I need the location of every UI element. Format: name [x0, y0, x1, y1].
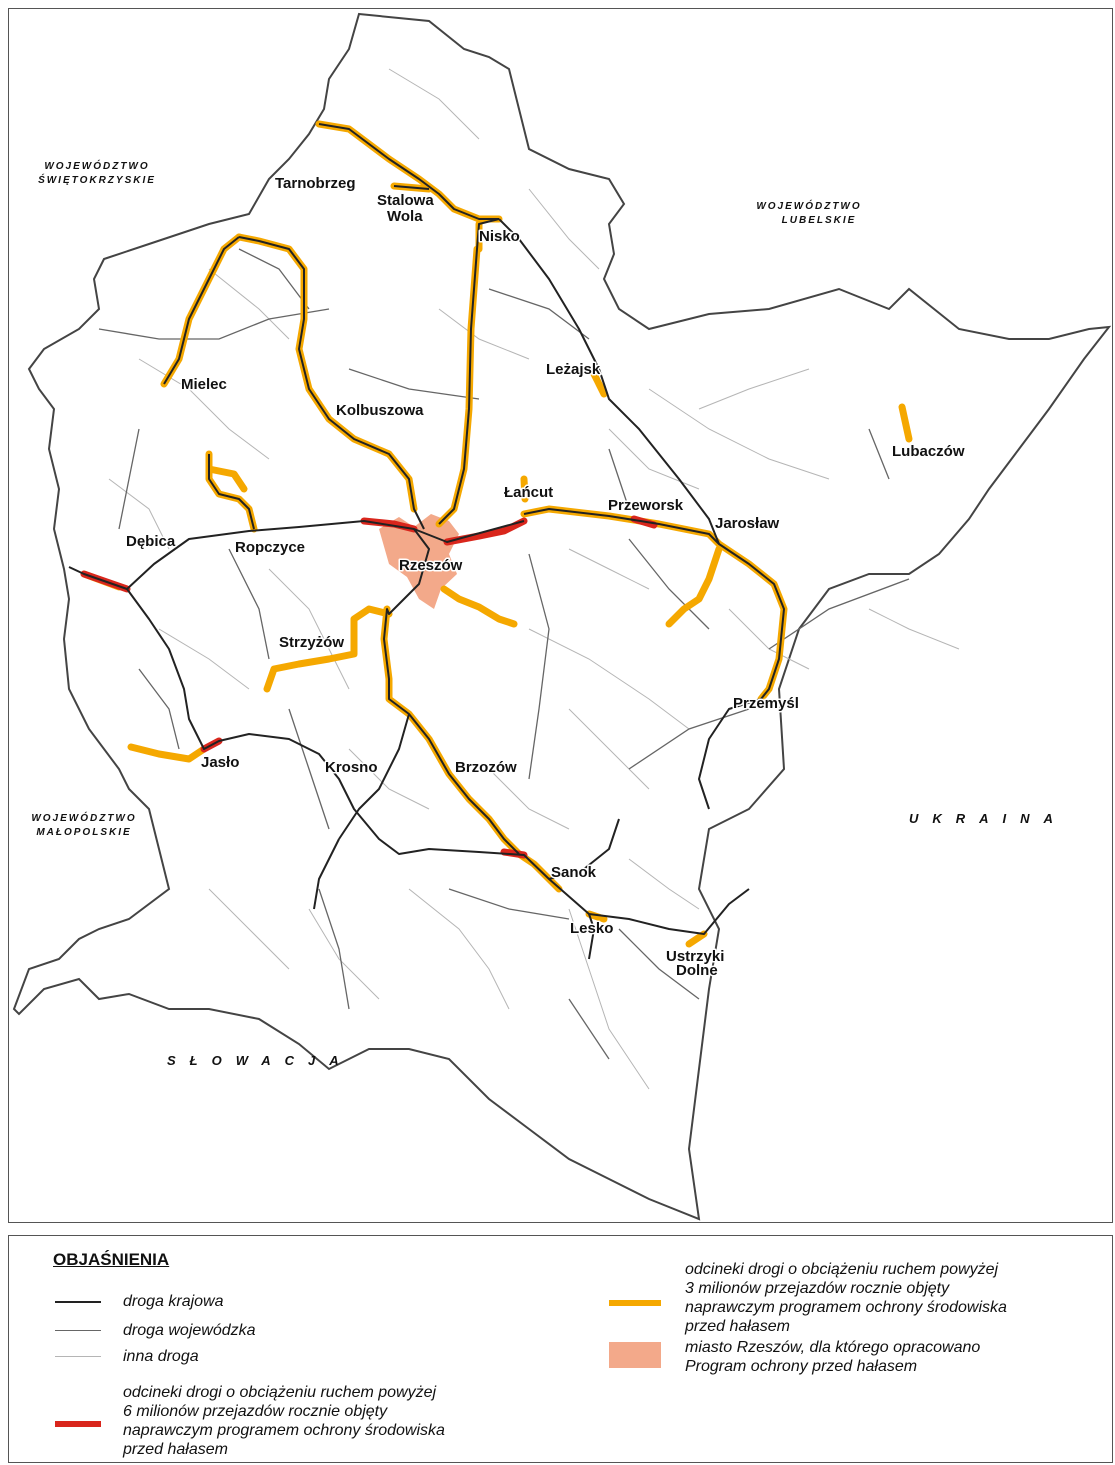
- label-rzeszow: Rzeszów: [399, 557, 463, 574]
- label-krosno: Krosno: [325, 759, 378, 776]
- label-ustrzyki-1: Ustrzyki: [666, 948, 724, 965]
- label-sanok: Sanok: [551, 864, 597, 881]
- label-debica: Dębica: [126, 533, 176, 550]
- legend-voivodeship-road: droga wojewódzka: [123, 1322, 256, 1339]
- legend-red-line-4: przed hałasem: [123, 1441, 228, 1458]
- legend-orange-line-2: 3 milionów przejazdów rocznie objęty: [685, 1280, 950, 1297]
- legend-swatch-city: [609, 1342, 661, 1368]
- legend-red-line-2: 6 milionów przejazdów rocznie objęty: [123, 1403, 388, 1420]
- region-labels: WOJEWÓDZTWO ŚWIĘTOKRZYSKIE WOJEWÓDZTWO L…: [31, 159, 1067, 1068]
- label-jaslo: Jasło: [201, 754, 239, 771]
- label-stalowa-wola-2: Wola: [387, 208, 423, 225]
- map: WOJEWÓDZTWO ŚWIĘTOKRZYSKIE WOJEWÓDZTWO L…: [12, 12, 1112, 1221]
- label-ropczyce: Ropczyce: [235, 539, 305, 556]
- legend-swatch-orange: [609, 1300, 661, 1306]
- legend-orange-line-3: naprawczym programem ochrony środowiska: [685, 1299, 1007, 1316]
- legend: OBJAŚNIENIA droga krajowa droga wojewódz…: [8, 1235, 1113, 1463]
- label-brzozow: Brzozów: [455, 759, 517, 776]
- legend-swatch-voivodeship: [55, 1330, 101, 1331]
- legend-other-road: inna droga: [123, 1348, 199, 1365]
- label-lesko: Lesko: [570, 920, 613, 937]
- legend-swatch-national: [55, 1301, 101, 1303]
- legend-red-text: odcineki drogi o obciążeniu ruchem powyż…: [123, 1383, 445, 1459]
- label-slowacja: SŁOWACJA: [167, 1053, 353, 1068]
- label-malopolskie-2: MAŁOPOLSKIE: [36, 827, 131, 838]
- label-tarnobrzeg: Tarnobrzeg: [275, 175, 356, 192]
- label-stalowa-wola-1: Stalowa: [377, 192, 434, 209]
- label-przemysl: Przemyśl: [733, 695, 799, 712]
- legend-city-line-1: miasto Rzeszów, dla którego opracowano: [685, 1339, 981, 1356]
- legend-swatch-red: [55, 1421, 101, 1427]
- label-swietokrzyskie-1: WOJEWÓDZTWO: [44, 159, 149, 172]
- label-mielec: Mielec: [181, 376, 227, 393]
- legend-city-line-2: Program ochrony przed hałasem: [685, 1358, 918, 1375]
- voivodeship-roads: [98, 248, 910, 1060]
- rzeszow-city-area: [379, 514, 459, 609]
- legend-national-road: droga krajowa: [123, 1293, 224, 1310]
- national-roads: [68, 123, 785, 960]
- legend-orange-line-4: przed hałasem: [685, 1318, 790, 1335]
- label-ustrzyki-2: Dolne: [676, 962, 718, 979]
- label-jaroslaw: Jarosław: [715, 515, 780, 532]
- map-frame: WOJEWÓDZTWO ŚWIĘTOKRZYSKIE WOJEWÓDZTWO L…: [8, 8, 1113, 1223]
- legend-red-line-3: naprawczym programem ochrony środowiska: [123, 1422, 445, 1439]
- legend-city-text: miasto Rzeszów, dla którego opracowano P…: [685, 1338, 980, 1376]
- legend-swatch-other: [55, 1356, 101, 1357]
- label-kolbuszowa: Kolbuszowa: [336, 402, 424, 419]
- label-malopolskie-1: WOJEWÓDZTWO: [31, 811, 136, 824]
- legend-red-line-1: odcineki drogi o obciążeniu ruchem powyż…: [123, 1384, 437, 1401]
- label-lezajsk: Leżajsk: [546, 361, 601, 378]
- label-nisko: Nisko: [479, 228, 520, 245]
- label-ukraina: UKRAINA: [909, 811, 1067, 826]
- label-przeworsk: Przeworsk: [608, 497, 684, 514]
- label-strzyzow: Strzyżów: [279, 634, 344, 651]
- city-labels: Tarnobrzeg Stalowa Wola Nisko Mielec Kol…: [125, 174, 967, 981]
- label-lubelskie-1: WOJEWÓDZTWO: [756, 199, 861, 212]
- label-lubelskie-2: LUBELSKIE: [782, 215, 857, 226]
- label-lancut: Łańcut: [504, 484, 553, 501]
- legend-orange-text: odcineki drogi o obciążeniu ruchem powyż…: [685, 1260, 1007, 1336]
- legend-orange-line-1: odcineki drogi o obciążeniu ruchem powyż…: [685, 1261, 999, 1278]
- label-lubaczow: Lubaczów: [892, 443, 965, 460]
- region-outline: [12, 12, 1112, 1221]
- label-swietokrzyskie-2: ŚWIĘTOKRZYSKIE: [38, 173, 156, 186]
- legend-title: OBJAŚNIENIA: [53, 1250, 170, 1269]
